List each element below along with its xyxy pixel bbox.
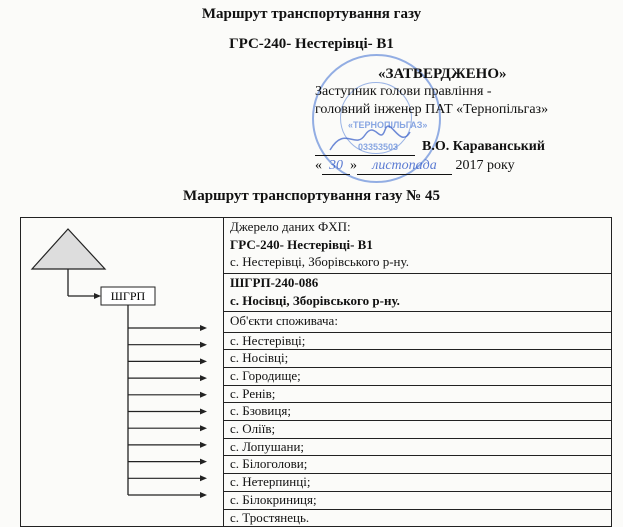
position-line2: головний інженер ПАТ «Тернопільгаз» [315, 102, 549, 117]
arrow-icon [200, 391, 207, 398]
consumer-item: с. Білоголови; [224, 455, 611, 473]
arrow-icon [200, 375, 207, 382]
arrow-icon [200, 441, 207, 448]
stamp-name: «ТЕРНОПІЛЬГАЗ» [348, 120, 428, 130]
arrow-icon [200, 408, 207, 415]
route-diagram-cell: ШГРП [20, 216, 224, 527]
consumers-cell: Об'єкти споживача: с. Нестерівці;с. Носів… [223, 310, 612, 527]
grs-triangle-icon [30, 228, 107, 270]
arrow-icon [94, 293, 101, 299]
route-diagram: ШГРП [30, 228, 207, 498]
route-number-title: Маршрут транспортування газу № 45 [183, 188, 440, 204]
source-cell: Джерело даних ФХП: ГРС-240- Нестерівці- В… [223, 217, 612, 274]
signatory: В.О. Караванський [422, 139, 545, 154]
signature [329, 125, 411, 151]
shgrp-name: ШГРП-240-086 [230, 275, 319, 290]
consumer-item: с. Нестерівці; [224, 331, 611, 350]
consumer-item: с. Білокриниця; [224, 490, 611, 509]
route-title: ГРС-240- Нестерівці- В1 [229, 36, 394, 52]
consumer-item: с. Оліїв; [224, 420, 611, 438]
arrow-icon [200, 492, 207, 498]
source-location: с. Нестерівці, Зборівського р-ну. [230, 254, 409, 269]
source-name: ГРС-240- Нестерівці- В1 [230, 236, 373, 252]
approval-label: «ЗАТВЕРДЖЕНО» [378, 66, 507, 82]
doc-title: Маршрут транспортування газу [201, 6, 422, 22]
arrow-icon [200, 425, 207, 432]
position-line1: Заступник голови правління - [315, 84, 492, 99]
consumer-item: с. Нетерпинці; [224, 473, 611, 491]
consumer-item: с. Ренів; [224, 384, 611, 403]
signature-line [315, 155, 415, 156]
consumer-item: с. Тростянець. [224, 508, 611, 527]
arrow-icon [200, 341, 207, 348]
approval-date: «30»листопада 2017 року [315, 158, 515, 175]
route-table: ШГРП Джерело даних ФХП: ГРС-240- Нестерів… [20, 216, 612, 527]
arrow-icon [200, 325, 207, 331]
shgrp-cell: ШГРП-240-086 с. Носівці, Зборівського р-н… [223, 273, 612, 312]
consumer-item: с. Лопушани; [224, 437, 611, 456]
shgrp-location: с. Носівці, Зборівського р-ну. [230, 292, 400, 308]
shgrp-box-label: ШГРП [111, 289, 146, 303]
consumer-item: с. Бзовиця; [224, 402, 611, 420]
arrow-icon [200, 358, 207, 365]
consumer-item: с. Городище; [224, 366, 611, 385]
arrow-icon [200, 475, 207, 482]
stamp-code: 03353503 [358, 142, 399, 152]
arrow-icon [200, 458, 207, 465]
consumer-item: с. Носівці; [224, 349, 611, 367]
source-label: Джерело даних ФХП: [230, 219, 351, 234]
consumers-label: Об'єкти споживача: [230, 313, 338, 328]
company-stamp-inner [340, 82, 412, 154]
